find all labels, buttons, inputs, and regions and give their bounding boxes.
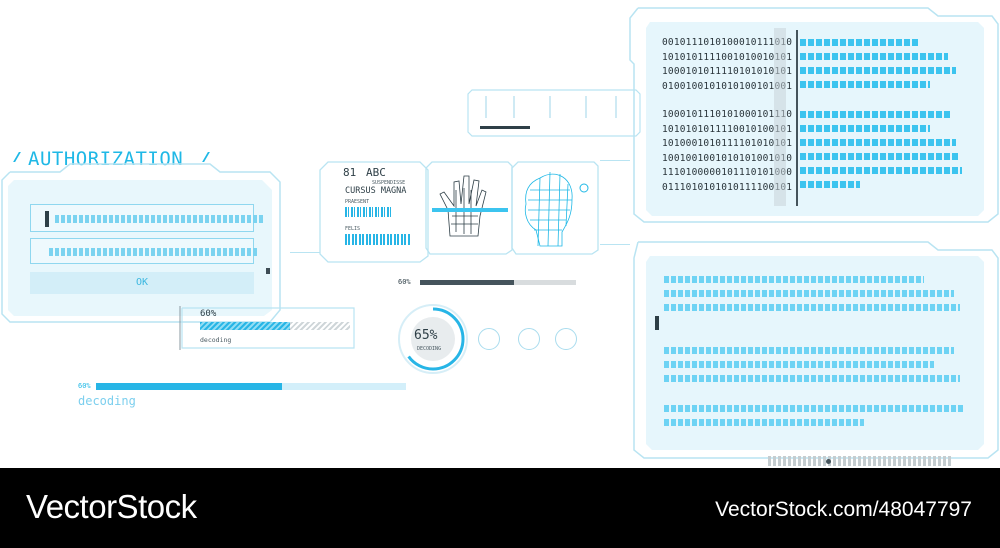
connector-line bbox=[600, 244, 630, 245]
username-mask bbox=[55, 215, 265, 223]
bottom-progress-caption: decoding bbox=[78, 394, 136, 408]
ok-button[interactable]: OK bbox=[30, 272, 254, 294]
id-name: CURSUS MAGNA bbox=[345, 186, 407, 196]
brand-logo: VectorStock bbox=[26, 488, 197, 525]
small-progress-caption: decoding bbox=[200, 336, 232, 344]
binary-line: 1010101011110010100101 bbox=[662, 123, 793, 135]
target-icon[interactable] bbox=[478, 328, 500, 350]
binary-line: 1110100000101110101000 bbox=[662, 167, 793, 178]
text-block-2 bbox=[664, 347, 964, 389]
text-block-1 bbox=[664, 276, 964, 318]
refresh-icon[interactable] bbox=[518, 328, 540, 350]
binary-line: 1000101011110101010101 bbox=[662, 66, 793, 77]
connector-line bbox=[290, 252, 320, 253]
text-panel-scrollbar[interactable] bbox=[768, 456, 952, 466]
triangle-icon[interactable] bbox=[555, 328, 577, 350]
face-wireframe-icon bbox=[524, 171, 573, 247]
decoding-dial bbox=[398, 304, 468, 374]
auth-edge-marker bbox=[266, 268, 270, 274]
binary-line: 1010001010111101010101 bbox=[662, 138, 793, 149]
hud-stage: AUTHORIZATION OK 60% decoding 60% decodi… bbox=[1, 7, 999, 466]
binary-block-2: 1000101110101000101110 10101010111100101… bbox=[662, 108, 792, 195]
password-mask bbox=[49, 248, 257, 256]
small-progress-bar bbox=[200, 322, 350, 330]
id-label-1: PRAESENT bbox=[345, 199, 370, 205]
bottom-progress-track bbox=[96, 383, 406, 390]
binary-highlight bbox=[774, 28, 786, 206]
binary-line: 0111010101010111100101 bbox=[662, 181, 793, 193]
face-scan-frame bbox=[511, 161, 599, 255]
mid-progress-label: 60% bbox=[398, 278, 411, 286]
mid-progress-fill bbox=[420, 280, 514, 285]
binary-line: 1000101110101000101110 bbox=[662, 109, 793, 120]
bottom-progress-fill bbox=[96, 383, 282, 390]
id-code: ABC bbox=[366, 166, 386, 179]
binary-scribbles-1 bbox=[800, 39, 956, 95]
binary-block-1: 0010111010100010111010 10101011110010100… bbox=[662, 36, 792, 94]
small-progress-frame bbox=[179, 306, 355, 350]
binary-line: 1001001001010101001010 bbox=[662, 152, 793, 164]
binary-scribbles-2 bbox=[800, 111, 962, 195]
binary-line: 1010101111001010010101 bbox=[662, 51, 793, 63]
mid-progress-track bbox=[420, 280, 576, 285]
binary-line: 0100100101010100101001 bbox=[662, 80, 793, 92]
scroll-dot[interactable] bbox=[826, 459, 831, 464]
id-sub: SUSPENDISSE bbox=[372, 180, 406, 186]
small-progress-fill bbox=[200, 322, 290, 330]
bottom-progress-label: 60% bbox=[78, 382, 91, 390]
footer-bar: VectorStock VectorStock.com/48047797 bbox=[0, 468, 1000, 548]
username-field[interactable] bbox=[30, 204, 265, 232]
id-barcode-2 bbox=[345, 234, 411, 245]
id-number: 81 bbox=[343, 166, 357, 179]
binary-line: 0010111010100010111010 bbox=[662, 37, 793, 48]
connector-line bbox=[600, 160, 630, 161]
id-label-2: FELIS bbox=[345, 226, 361, 232]
hand-scan-frame bbox=[425, 161, 513, 255]
text-block-3 bbox=[664, 405, 964, 433]
text-caret bbox=[655, 316, 659, 330]
id-barcode-1 bbox=[345, 207, 393, 217]
mini-chart-widget bbox=[467, 89, 641, 137]
id-card-frame bbox=[319, 161, 429, 263]
dial-percent: 65% bbox=[414, 328, 438, 343]
password-field[interactable] bbox=[30, 238, 257, 264]
hand-wireframe-icon bbox=[439, 175, 487, 237]
text-caret bbox=[45, 211, 49, 227]
small-progress-label: 60% bbox=[200, 309, 217, 319]
dial-caption: DECODING bbox=[417, 346, 442, 352]
image-url: VectorStock.com/48047797 bbox=[715, 498, 972, 521]
binary-cursor bbox=[796, 30, 798, 206]
